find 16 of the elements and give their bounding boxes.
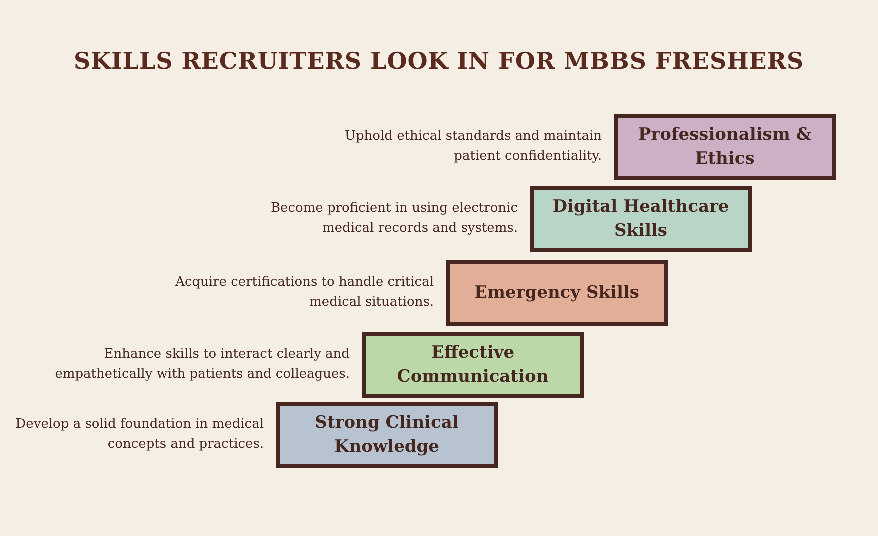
step-description: Develop a solid foundation in medical concepts and practices.	[14, 416, 264, 454]
step-description: Enhance skills to interact clearly and empathetically with patients and colleagues.	[54, 346, 350, 384]
step-label: Strong Clinical Knowledge	[314, 412, 460, 459]
step-description: Acquire certifications to handle critical medical situations.	[174, 274, 434, 312]
step-description: Uphold ethical standards and maintain patient confidentiality.	[344, 128, 602, 166]
step-label: Effective Communication	[396, 342, 550, 389]
title: SKILLS RECRUITERS LOOK IN FOR MBBS FRESHERS	[72, 48, 806, 75]
step-description: Become proficient in using electronic medical records and systems.	[270, 200, 518, 238]
step-label: Digital Healthcare Skills	[552, 196, 730, 243]
step-box	[446, 260, 668, 326]
step-box	[276, 402, 498, 468]
step-box	[362, 332, 584, 398]
step-label: Emergency Skills	[474, 282, 640, 305]
step-box	[530, 186, 752, 252]
step-label: Professionalism & Ethics	[637, 124, 813, 171]
step-box	[614, 114, 836, 180]
